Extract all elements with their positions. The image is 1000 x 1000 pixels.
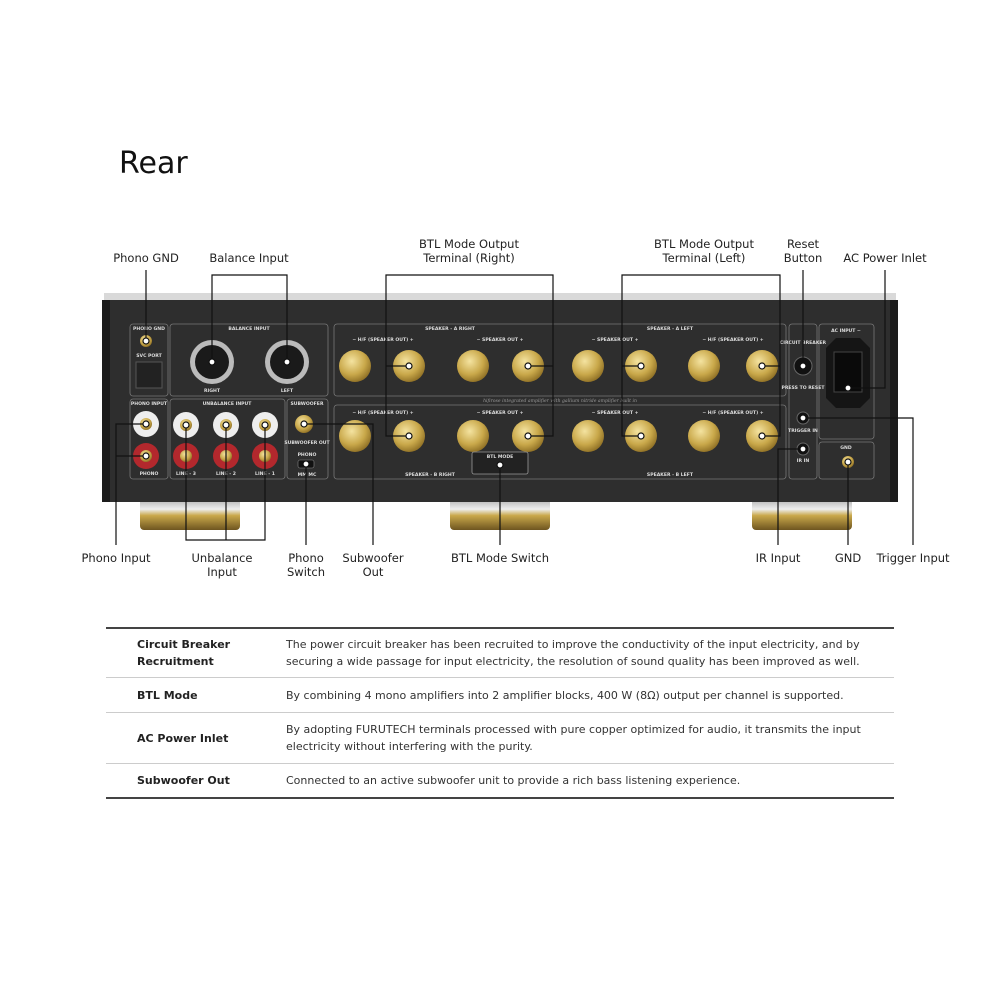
panel-label: RIGHT bbox=[204, 388, 221, 394]
panel-label: SPEAKER - A RIGHT bbox=[425, 326, 476, 332]
panel-label: − SPEAKER OUT + bbox=[592, 337, 639, 343]
table-row: AC Power Inlet By adopting FURUTECH term… bbox=[106, 712, 894, 763]
panel-label: PRESS TO RESET bbox=[782, 385, 826, 391]
feature-description: By adopting FURUTECH terminals processed… bbox=[286, 723, 861, 753]
panel-label: BALANCE INPUT bbox=[228, 326, 270, 332]
top-cover bbox=[104, 293, 896, 301]
panel-label: − H/F (SPEAKER OUT) + bbox=[702, 337, 763, 343]
panel-label: TRIGGER IN bbox=[788, 428, 818, 434]
feature-name: Subwoofer Out bbox=[137, 774, 230, 787]
table-row: Subwoofer Out Connected to an active sub… bbox=[106, 763, 894, 797]
panel-label: SPEAKER - A LEFT bbox=[647, 326, 694, 332]
panel-label: BTL MODE bbox=[487, 454, 514, 460]
callout-phono-gnd: Phono GND bbox=[113, 251, 179, 265]
panel-label: AC INPUT ~ bbox=[831, 328, 861, 334]
callout-line: BTL Mode Output bbox=[419, 237, 519, 251]
callout-trigger-input: Trigger Input bbox=[876, 551, 950, 565]
callout-line: Phono bbox=[288, 551, 324, 565]
section-gnd bbox=[818, 441, 875, 480]
callout-btl-mode-switch: BTL Mode Switch bbox=[451, 551, 549, 565]
callout-line: Unbalance bbox=[191, 551, 253, 565]
section-ac-input bbox=[818, 323, 875, 440]
panel-label: PHONO INPUT bbox=[131, 401, 168, 407]
panel-label: MM MC bbox=[298, 472, 317, 478]
callout-line: Out bbox=[362, 565, 384, 579]
section-unbalance-input bbox=[169, 398, 286, 480]
callout-line: Input bbox=[207, 565, 237, 579]
heatsink-right bbox=[890, 300, 898, 502]
panel-label: − H/F (SPEAKER OUT) + bbox=[702, 410, 763, 416]
callout-ac-power-inlet: AC Power Inlet bbox=[843, 251, 927, 265]
panel-label: SPEAKER - B RIGHT bbox=[405, 472, 456, 478]
section-phono-gnd bbox=[129, 323, 169, 397]
callout-dots bbox=[142, 337, 852, 469]
callout-phono-input: Phono Input bbox=[81, 551, 151, 565]
section-speaker-b bbox=[333, 404, 787, 480]
panel-label: − SPEAKER OUT + bbox=[592, 410, 639, 416]
panel-label: − H/F (SPEAKER OUT) + bbox=[352, 410, 413, 416]
panel-label: IR IN bbox=[797, 458, 810, 464]
callout-line: Switch bbox=[286, 565, 326, 579]
panel-label: PHONO GND bbox=[133, 326, 165, 332]
panel-label: SUBWOOFER bbox=[291, 401, 324, 407]
callout-line: Reset bbox=[786, 237, 820, 251]
foot-left bbox=[140, 498, 240, 530]
callout-balance-input: Balance Input bbox=[209, 251, 289, 265]
feature-name: BTL Mode bbox=[137, 688, 198, 702]
feature-name: AC Power Inlet bbox=[137, 731, 229, 745]
svc-port bbox=[135, 361, 163, 389]
panel-label: − SPEAKER OUT + bbox=[477, 410, 524, 416]
panel-label: SPEAKER - B LEFT bbox=[647, 472, 694, 478]
feature-description: The power circuit breaker has been recru… bbox=[286, 638, 860, 668]
foot-right bbox=[752, 498, 852, 530]
ac-power-inlet bbox=[826, 338, 870, 408]
panel-label: SUBWOOFER OUT bbox=[284, 440, 330, 446]
callout-ir-input: IR Input bbox=[755, 551, 801, 565]
table-row: Circuit Breaker Recruitment The power ci… bbox=[106, 629, 894, 677]
feature-name: Circuit Breaker Recruitment bbox=[137, 638, 231, 668]
section-subwoofer bbox=[286, 398, 329, 480]
table-row: BTL Mode By combining 4 mono amplifiers … bbox=[106, 677, 894, 712]
callout-gnd: GND bbox=[834, 551, 862, 565]
panel-label: SVC PORT bbox=[136, 353, 162, 359]
callout-line: Terminal (Right) bbox=[423, 251, 515, 265]
feature-description: Connected to an active subwoofer unit to… bbox=[286, 774, 741, 787]
section-balance-input bbox=[169, 323, 329, 397]
section-phono-input bbox=[129, 398, 169, 480]
section-speaker-a bbox=[333, 323, 787, 397]
panel-label: PHONO bbox=[140, 471, 159, 477]
script-text: hifirose integrated amplifier with galli… bbox=[483, 398, 637, 404]
panel-label: LEFT bbox=[281, 388, 294, 394]
feature-description: By combining 4 mono amplifiers into 2 am… bbox=[286, 688, 844, 702]
callout-line: Subwoofer bbox=[342, 551, 404, 565]
heatsink-left bbox=[102, 300, 110, 502]
feature-table: Circuit Breaker Recruitment The power ci… bbox=[106, 627, 894, 799]
callout-line: Terminal (Left) bbox=[662, 251, 746, 265]
panel-label: PHONO bbox=[298, 452, 317, 458]
panel-label: − SPEAKER OUT + bbox=[477, 337, 524, 343]
callout-line: Button bbox=[783, 251, 823, 265]
panel-label: − H/F (SPEAKER OUT) + bbox=[352, 337, 413, 343]
panel-label: GND bbox=[840, 445, 852, 451]
callout-line: BTL Mode Output bbox=[654, 237, 754, 251]
page-title: Rear bbox=[119, 146, 188, 181]
panel-label: UNBALANCE INPUT bbox=[203, 401, 253, 407]
